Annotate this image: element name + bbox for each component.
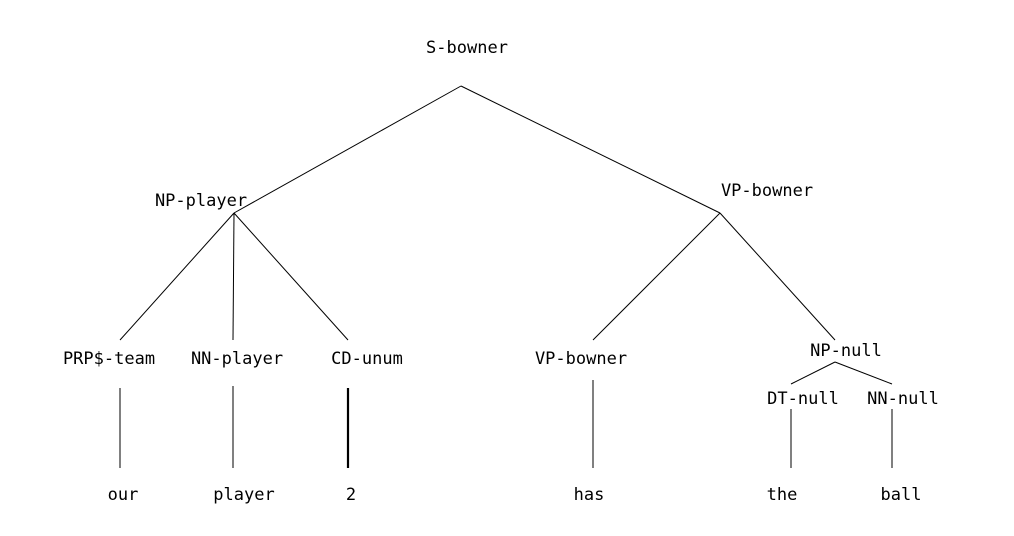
node-vp-bowner-leaf: VP-bowner — [535, 349, 627, 369]
leaf-word-ball: ball — [881, 485, 922, 505]
leaf-word-the: the — [767, 485, 798, 505]
node-nn-null: NN-null — [867, 389, 939, 409]
edge-np-player-to-nn-player — [232, 212, 235, 341]
leaf-word-our: our — [108, 485, 139, 505]
node-np-player: NP-player — [155, 191, 247, 211]
node-np-null: NP-null — [810, 341, 882, 361]
node-dt-null: DT-null — [767, 389, 839, 409]
leaf-word-player: player — [213, 485, 274, 505]
edge-np-null-to-nn-null — [834, 361, 893, 385]
tree-nodes: S-bowner NP-player VP-bowner PRP$-team N… — [63, 38, 939, 409]
node-cd-unum: CD-unum — [331, 349, 403, 369]
edge-np-null-to-dt-null — [790, 361, 836, 385]
leaf-word-has: has — [574, 485, 605, 505]
tree-leaves: our player 2 has the ball — [108, 485, 922, 505]
edge-vp-bowner-to-np-null — [719, 212, 836, 341]
node-s-bowner: S-bowner — [426, 38, 508, 58]
edge-np-player-to-prp-team — [119, 212, 235, 341]
tree-edges — [119, 85, 893, 468]
node-vp-bowner-top: VP-bowner — [721, 181, 813, 201]
node-nn-player: NN-player — [191, 349, 283, 369]
edge-root-to-vp-bowner — [460, 85, 721, 214]
edge-root-to-np-player — [233, 85, 462, 214]
edge-np-player-to-cd-unum — [233, 212, 349, 341]
node-prp-team: PRP$-team — [63, 349, 155, 369]
leaf-word-2: 2 — [346, 485, 356, 505]
edge-vp-bowner-to-vp-bowner-leaf — [592, 212, 721, 341]
